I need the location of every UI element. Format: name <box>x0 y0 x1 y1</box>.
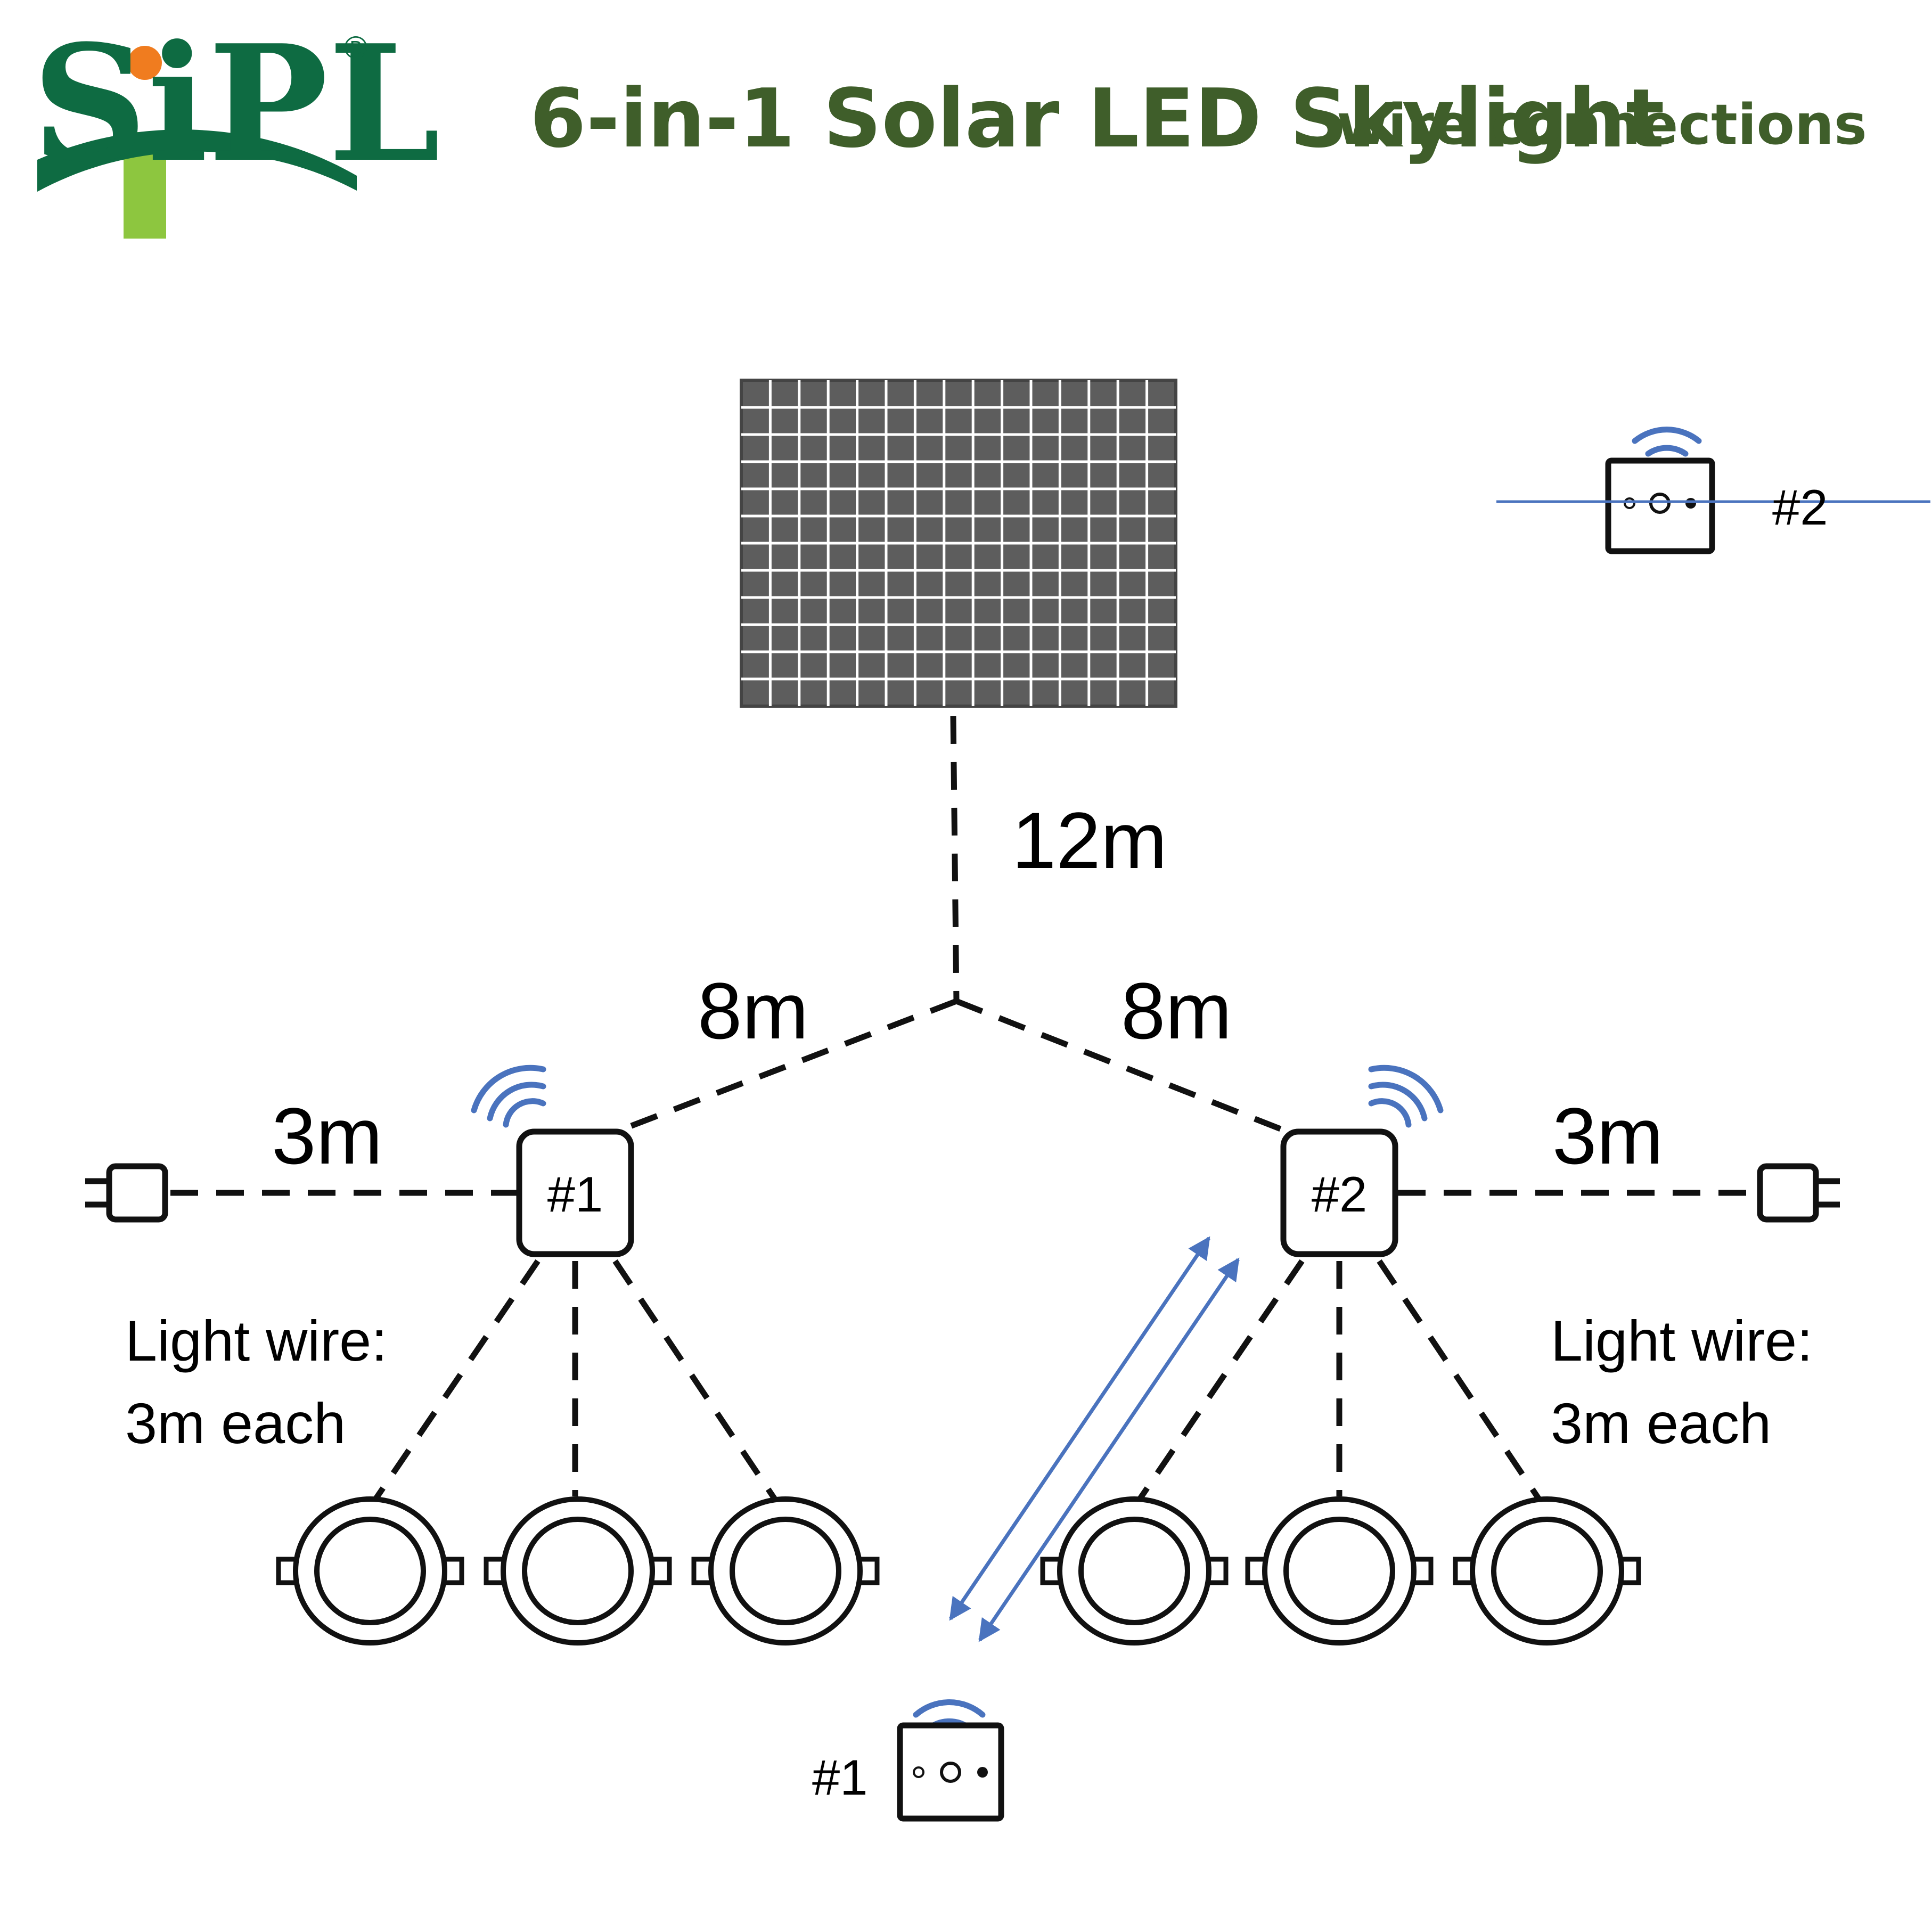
left-light-wire-label: Light wire: <box>125 1308 387 1373</box>
right-plug-wire-length: 3m <box>1552 1091 1663 1181</box>
controller-1: #1 <box>516 1128 634 1257</box>
panel-wire-length: 12m <box>1012 796 1167 885</box>
right-light-wire-3 <box>1377 1259 1547 1509</box>
logo-swoosh-icon <box>37 129 357 192</box>
right-branch-wire <box>955 998 1296 1137</box>
page-subtitle: wire connections <box>1337 92 1867 157</box>
downlight-icon <box>276 1496 464 1646</box>
page-title: 6-in-1 Solar LED Skylight <box>530 71 1665 166</box>
logo-registered-mark: ® <box>344 30 367 66</box>
sipl-logo: SiPL ® <box>32 10 440 239</box>
left-light-wire-length: 3m each <box>125 1391 346 1455</box>
controller-1-label: #1 <box>547 1166 603 1222</box>
right-plug-icon <box>1757 1163 1840 1223</box>
remote-control-1: #1 <box>812 1699 1004 1822</box>
downlight-icon <box>691 1496 880 1646</box>
power-button-icon <box>940 1762 961 1783</box>
power-button-icon <box>1649 493 1671 514</box>
right-light-wire-length: 3m each <box>1551 1391 1771 1455</box>
solar-panel-icon <box>740 379 1177 708</box>
controller-2: #2 <box>1280 1128 1398 1257</box>
wifi-signal-icon <box>471 1065 546 1128</box>
wifi-signal-icon <box>1368 1065 1444 1128</box>
downlight-icon <box>1040 1496 1229 1646</box>
link-arrow-icon <box>978 1257 1240 1642</box>
light-down-icon <box>1624 497 1635 509</box>
left-light-wire-1 <box>367 1259 541 1509</box>
panel-wire <box>950 716 960 1002</box>
logo-dot-icon <box>128 46 162 80</box>
downlight-icon <box>1453 1496 1641 1646</box>
right-branch-length: 8m <box>1121 966 1232 1055</box>
light-up-icon <box>977 1767 988 1778</box>
left-branch-length: 8m <box>698 966 808 1055</box>
remote-control-2: #2 <box>1496 427 1930 554</box>
left-plug-wire-length: 3m <box>272 1091 382 1181</box>
light-up-icon <box>1685 498 1696 509</box>
logo-text: SiPL <box>32 10 440 198</box>
right-light-wire-label: Light wire: <box>1551 1308 1813 1373</box>
left-plug-icon <box>85 1163 168 1223</box>
remote-link-arrows <box>949 1236 1240 1642</box>
right-light-wire-1 <box>1132 1259 1305 1509</box>
downlight-icon <box>1245 1496 1434 1646</box>
controller-2-label: #2 <box>1312 1166 1368 1222</box>
left-branch-wire <box>619 998 957 1133</box>
left-light-wire-3 <box>612 1259 783 1509</box>
downlight-group <box>276 1496 1641 1646</box>
light-down-icon <box>913 1766 924 1778</box>
remote-1-label: #1 <box>812 1749 868 1805</box>
remote-2-label: #2 <box>1772 479 1828 535</box>
downlight-icon <box>484 1496 672 1646</box>
